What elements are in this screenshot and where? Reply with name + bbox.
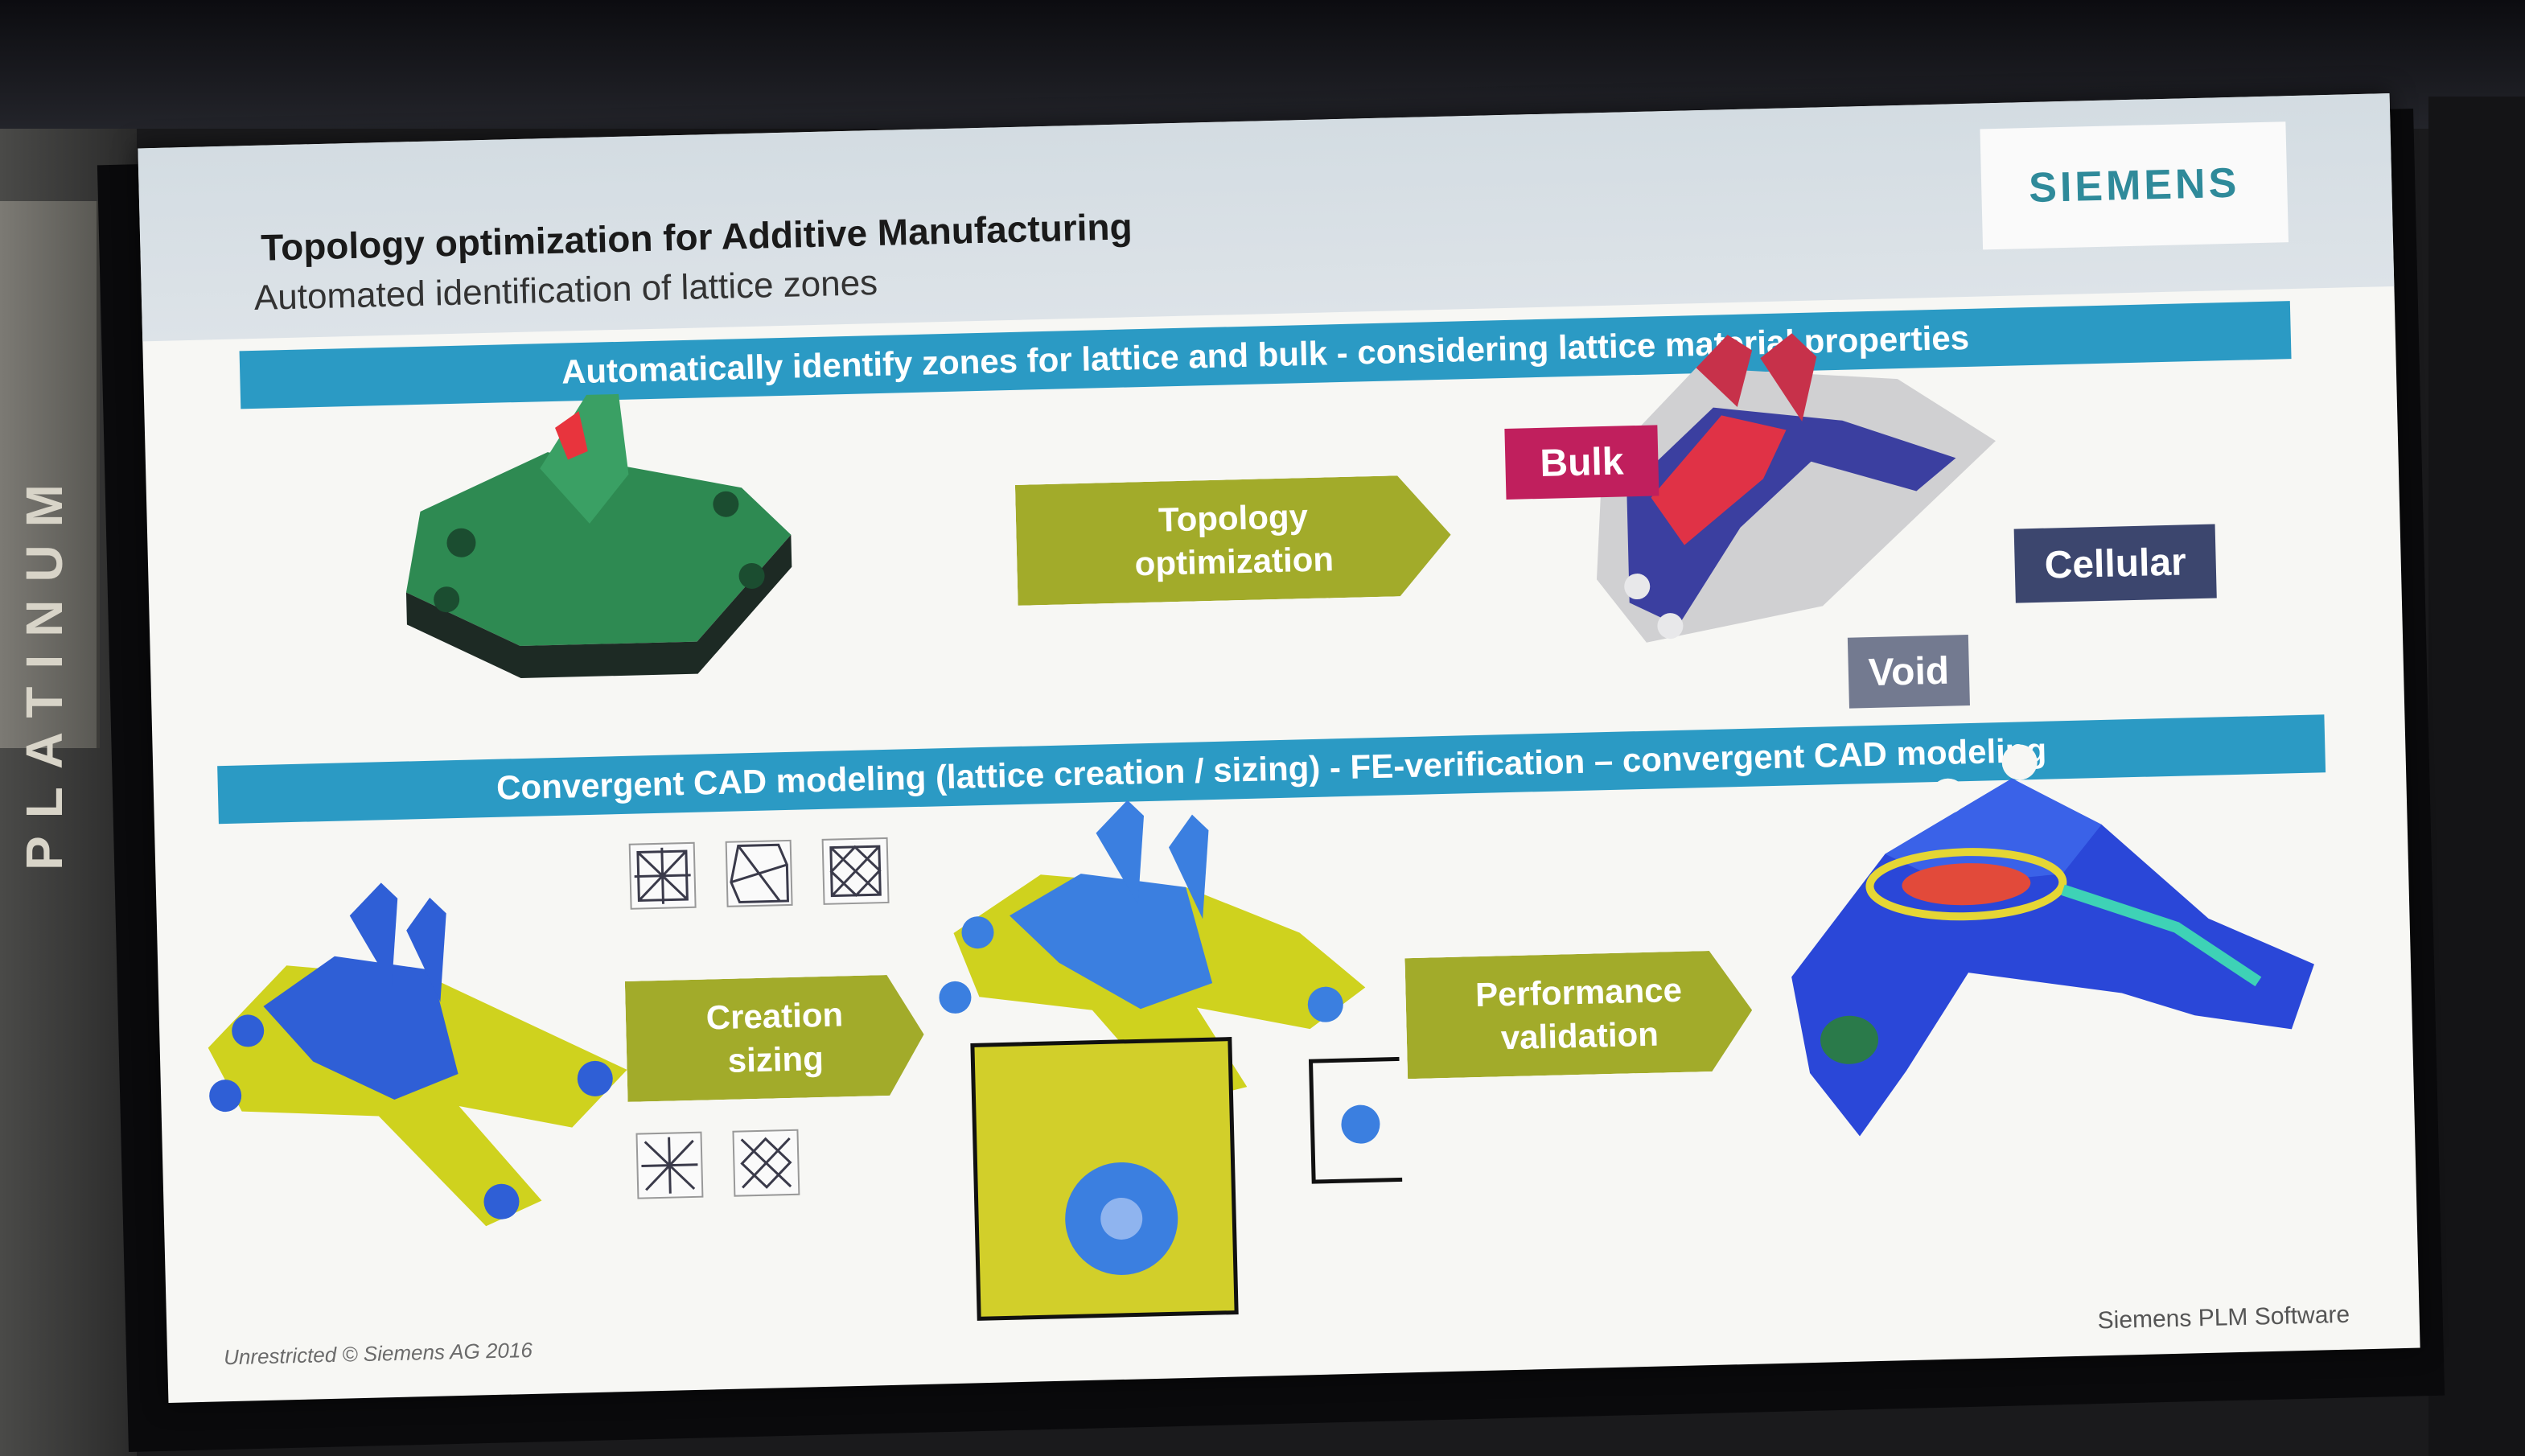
platinum-pillar: PLATINUM xyxy=(0,201,100,870)
lattice-cell-icon xyxy=(821,837,890,905)
creation-sizing-arrow: Creation sizing xyxy=(625,974,926,1102)
creation-arrow-line2: sizing xyxy=(727,1039,825,1080)
bulk-label: Bulk xyxy=(1504,425,1659,500)
room-right-wall xyxy=(2428,97,2525,1456)
presentation-slide: Topology optimization for Additive Manuf… xyxy=(138,93,2420,1403)
lattice-cell-icon xyxy=(725,839,793,907)
lattice-zone-part-image xyxy=(208,882,627,1227)
siemens-logo-text: SIEMENS xyxy=(2028,159,2240,212)
void-label: Void xyxy=(1847,635,1970,709)
topology-optimization-arrow: Topology optimization xyxy=(1015,475,1453,606)
performance-arrow-line2: validation xyxy=(1500,1014,1659,1057)
lattice-cell-icon xyxy=(732,1129,800,1197)
lattice-cell-icon xyxy=(628,841,697,910)
fe-stress-result-image xyxy=(1791,744,2314,1137)
original-part-image xyxy=(405,393,792,678)
siemens-logo: SIEMENS xyxy=(1980,121,2289,250)
performance-validation-arrow: Performance validation xyxy=(1404,950,1754,1079)
lattice-cell-icon xyxy=(635,1131,704,1199)
creation-arrow-line1: Creation xyxy=(705,995,844,1037)
pillar-text: PLATINUM xyxy=(15,467,73,870)
copyright-footer: Unrestricted © Siemens AG 2016 xyxy=(223,1337,533,1370)
company-footer: Siemens PLM Software xyxy=(2097,1301,2350,1335)
optimized-part-image xyxy=(1596,333,1996,643)
lattice-part-image xyxy=(939,800,1406,1321)
cellular-label: Cellular xyxy=(2013,524,2217,603)
